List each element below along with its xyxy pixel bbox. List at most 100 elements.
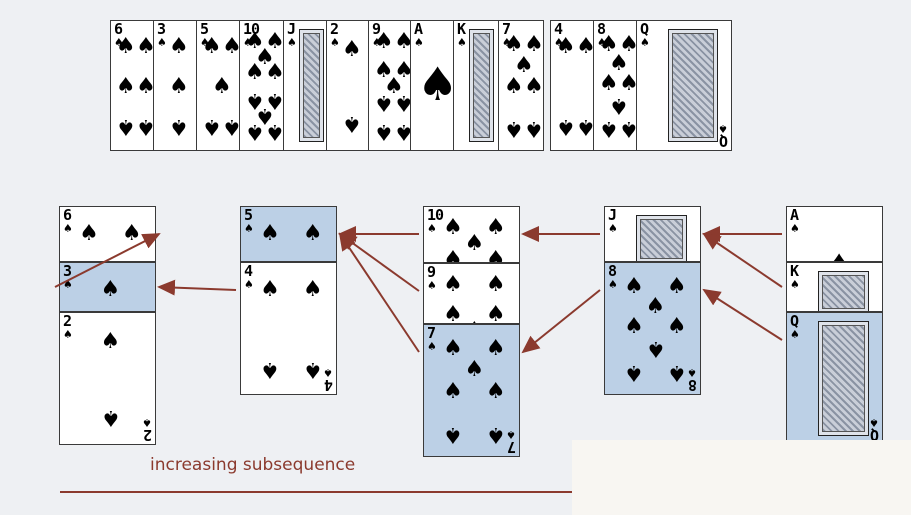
spade-icon: ♠ bbox=[384, 73, 404, 99]
spade-icon: ♠ bbox=[443, 335, 463, 361]
spade-icon: ♠ bbox=[100, 329, 121, 355]
spade-icon: ♠ bbox=[443, 272, 463, 298]
deck-card-6: 6♠♠♠♠♠♠♠ bbox=[110, 20, 156, 151]
spade-icon: ♠ bbox=[394, 57, 414, 83]
pile-1-card-2: 2♠♠♠2♠ bbox=[59, 312, 156, 445]
face-pattern bbox=[302, 33, 320, 138]
spade-icon: ♠ bbox=[645, 293, 666, 319]
spade-icon: ♠ bbox=[465, 319, 485, 323]
pointer-q-to-8 bbox=[702, 288, 783, 341]
spade-icon: ♠ bbox=[443, 215, 463, 241]
pile-5-card-a: A♠♠ bbox=[786, 206, 883, 262]
spade-icon: ♠ bbox=[114, 36, 124, 49]
deck-card-10: 10♠♠♠♠♠♠♠♠♠♠♠ bbox=[239, 20, 285, 151]
caption: increasing subsequence bbox=[150, 455, 356, 475]
pointer-8-to-7 bbox=[521, 289, 601, 354]
pile-1-card-6: 6♠♠♠♠♠♠♠ bbox=[59, 206, 156, 262]
pile-3-card-10: 10♠♠♠♠♠♠♠♠♠♠♠ bbox=[423, 206, 520, 263]
card-rank: 2 bbox=[330, 20, 339, 38]
card-rank: 8 bbox=[608, 262, 617, 280]
spade-icon: ♠ bbox=[485, 335, 506, 361]
spade-icon: ♠ bbox=[265, 28, 285, 54]
spade-icon: ♠ bbox=[115, 34, 136, 60]
spade-icon: ♠ bbox=[342, 36, 362, 62]
face-portrait bbox=[298, 29, 324, 142]
spade-icon: ♠ bbox=[255, 44, 275, 70]
spade-icon: ♠ bbox=[373, 28, 394, 54]
card-rank: 2 bbox=[63, 312, 72, 330]
spade-icon: ♠ bbox=[427, 340, 437, 353]
deck-card-7: 7♠♠♠♠♠♠♠♠ bbox=[498, 20, 544, 151]
face-portrait bbox=[818, 271, 869, 311]
spade-icon: ♠ bbox=[666, 273, 687, 299]
card-rank: 8 bbox=[597, 20, 606, 38]
card-rank: J bbox=[608, 206, 617, 224]
face-pattern bbox=[822, 325, 865, 432]
spade-icon: ♠ bbox=[624, 273, 644, 299]
face-pattern bbox=[472, 33, 490, 138]
card-rank: 3 bbox=[157, 20, 166, 38]
deck-card-k: K♠ bbox=[453, 20, 499, 151]
spade-icon: ♠ bbox=[640, 36, 650, 49]
spade-icon: ♠ bbox=[524, 31, 544, 57]
card-rank: 9 bbox=[427, 263, 436, 281]
card-rank: 4 bbox=[244, 262, 253, 280]
spade-icon: ♠ bbox=[121, 220, 142, 246]
deck-card-j: J♠ bbox=[283, 20, 329, 151]
spade-icon: ♠ bbox=[265, 60, 285, 86]
pile-3-card-7: 7♠♠♠♠♠♠♠♠7♠ bbox=[423, 324, 520, 457]
spade-icon: ♠ bbox=[302, 276, 323, 302]
spade-icon: ♠ bbox=[554, 36, 564, 49]
deck-card-4: 4♠♠♠♠♠ bbox=[550, 20, 596, 151]
spade-icon: ♠ bbox=[244, 278, 254, 291]
card-rank: 5 bbox=[244, 206, 253, 224]
spade-icon: ♠ bbox=[330, 36, 340, 49]
card-rank: Q bbox=[640, 20, 649, 38]
spade-icon: ♠ bbox=[244, 222, 254, 235]
pointer-9-to-5 bbox=[338, 232, 420, 292]
paper-overlay bbox=[572, 440, 911, 515]
pile-2-card-5: 5♠♠♠♠♠♠ bbox=[240, 206, 337, 262]
card-rank: 10 bbox=[243, 20, 260, 38]
spade-icon: ♠ bbox=[212, 73, 232, 99]
face-portrait bbox=[468, 29, 494, 142]
spade-icon: ♠ bbox=[427, 279, 437, 292]
spade-icon: ♠ bbox=[373, 57, 394, 83]
spade-icon: ♠ bbox=[63, 328, 73, 341]
pointer-k-to-j bbox=[702, 232, 783, 288]
spade-icon: ♠ bbox=[609, 51, 629, 77]
pointer-7-to-5 bbox=[338, 232, 420, 353]
card-rank: K bbox=[790, 262, 799, 280]
card-rank: J bbox=[287, 20, 296, 38]
spade-icon: ♠ bbox=[243, 36, 253, 49]
spade-icon: ♠ bbox=[260, 220, 280, 246]
pointer-3-to-6 bbox=[54, 233, 161, 288]
spade-icon: ♠ bbox=[666, 313, 687, 339]
spade-icon: ♠ bbox=[555, 34, 576, 60]
face-pattern bbox=[640, 219, 683, 259]
card-rank: A bbox=[414, 20, 423, 38]
card-rank: 6 bbox=[114, 20, 123, 38]
face-portrait bbox=[818, 321, 869, 436]
card-rank: 5 bbox=[200, 20, 209, 38]
spade-icon: ♠ bbox=[136, 34, 156, 60]
deck-card-2: 2♠♠♠ bbox=[326, 20, 372, 151]
pile-2-card-4: 4♠♠♠♠♠4♠ bbox=[240, 262, 337, 395]
card-rank: 10 bbox=[427, 206, 444, 224]
spade-icon: ♠ bbox=[63, 278, 73, 291]
spade-icon: ♠ bbox=[63, 222, 73, 235]
face-pattern bbox=[671, 33, 714, 138]
pile-5-card-k: K♠ bbox=[786, 262, 883, 312]
spade-icon: ♠ bbox=[200, 36, 210, 49]
face-portrait bbox=[667, 29, 718, 142]
spade-icon: ♠ bbox=[100, 276, 121, 302]
spade-icon: ♠ bbox=[169, 34, 189, 60]
spade-icon: ♠ bbox=[503, 73, 524, 99]
face-portrait bbox=[636, 215, 687, 261]
card-rank: 6 bbox=[63, 206, 72, 224]
spade-icon: ♠ bbox=[464, 231, 485, 257]
spade-icon: ♠ bbox=[287, 36, 297, 49]
spade-icon: ♠ bbox=[608, 222, 618, 235]
card-rank: 4 bbox=[554, 20, 563, 38]
